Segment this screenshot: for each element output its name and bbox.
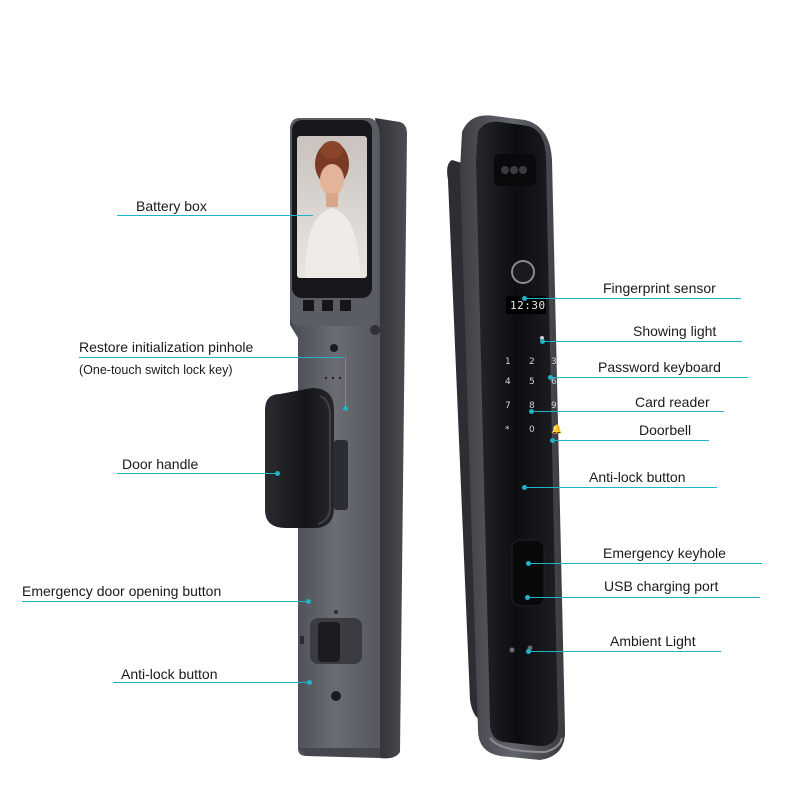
keypad-key: 0 bbox=[529, 425, 535, 435]
glass-panel bbox=[476, 121, 558, 746]
label-doorbell: Doorbell bbox=[639, 422, 692, 438]
leader-anti-lock-button-left bbox=[113, 682, 309, 683]
leader-password-keyboard bbox=[550, 377, 748, 378]
label-fingerprint-sensor: Fingerprint sensor bbox=[603, 280, 716, 296]
keypad-key: 🔔 bbox=[551, 425, 563, 435]
keypad-key: 8 bbox=[529, 401, 535, 411]
keypad-key: 9 bbox=[551, 401, 557, 411]
leader-ambient-light bbox=[528, 651, 721, 652]
keypad-key: 3 bbox=[551, 357, 557, 367]
screen-clock: 12:30 bbox=[510, 299, 546, 312]
fingerprint-sensor bbox=[511, 260, 535, 284]
face-image bbox=[305, 141, 360, 278]
label-ambient-light: Ambient Light bbox=[610, 633, 696, 649]
keypad-key: 2 bbox=[529, 357, 535, 367]
label-battery-box: Battery box bbox=[136, 198, 207, 214]
leader-doorbell bbox=[552, 440, 709, 441]
leader-door-handle bbox=[117, 473, 277, 474]
door-handle bbox=[265, 388, 334, 528]
keypad-key: 5 bbox=[529, 377, 535, 387]
leader-showing-light bbox=[542, 341, 742, 342]
keypad-key: 4 bbox=[505, 377, 511, 387]
anti-lock-hole bbox=[331, 691, 341, 701]
leader-battery-box bbox=[117, 215, 313, 216]
restore-pinhole bbox=[330, 344, 338, 352]
label-anti-lock-button-right: Anti-lock button bbox=[589, 469, 686, 485]
leader-emergency-keyhole bbox=[528, 563, 762, 564]
label-emergency-keyhole: Emergency keyhole bbox=[603, 545, 726, 561]
keypad-key: 6 bbox=[551, 377, 557, 387]
label-usb-port: USB charging port bbox=[604, 578, 719, 594]
label-door-handle: Door handle bbox=[122, 456, 199, 472]
leader-anti-lock-button-right bbox=[524, 487, 717, 488]
leader-usb-port bbox=[527, 597, 760, 598]
label-card-reader: Card reader bbox=[635, 394, 710, 410]
leader-restore-pinhole bbox=[79, 357, 344, 358]
right-lock-body bbox=[447, 115, 566, 761]
label-anti-lock-button-left: Anti-lock button bbox=[121, 666, 218, 682]
label-password-keyboard: Password keyboard bbox=[598, 359, 721, 375]
label-restore-pinhole: Restore initialization pinhole bbox=[79, 339, 254, 355]
label-emergency-door-button: Emergency door opening button bbox=[22, 583, 222, 599]
leader-card-reader bbox=[531, 411, 724, 412]
label-showing-light: Showing light bbox=[633, 323, 717, 339]
keypad-key: 7 bbox=[505, 401, 511, 411]
leader-fingerprint-sensor bbox=[525, 298, 741, 299]
leader-emergency-door-button bbox=[22, 601, 308, 602]
left-lock-body bbox=[265, 118, 407, 759]
keyhole-cover bbox=[511, 539, 545, 607]
keypad-key: * bbox=[505, 425, 510, 435]
keypad-key: 1 bbox=[505, 357, 511, 367]
emergency-knob bbox=[318, 622, 340, 662]
label-restore-pinhole-note: (One-touch switch lock key) bbox=[79, 363, 233, 377]
